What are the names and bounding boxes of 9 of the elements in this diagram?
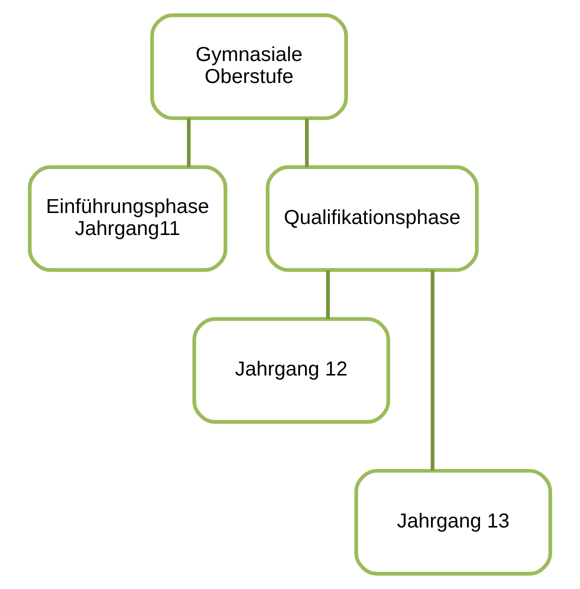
node-box: Qualifikationsphase bbox=[266, 165, 479, 272]
connector bbox=[430, 270, 434, 470]
connector bbox=[305, 118, 309, 167]
connector bbox=[186, 118, 191, 167]
connector bbox=[326, 270, 330, 319]
node-box: Jahrgang 12 bbox=[192, 317, 390, 424]
node-box: Einführungsphase Jahrgang11 bbox=[28, 165, 228, 272]
node-box: Gymnasiale Oberstufe bbox=[150, 13, 348, 120]
node-box: Jahrgang 13 bbox=[354, 468, 552, 576]
